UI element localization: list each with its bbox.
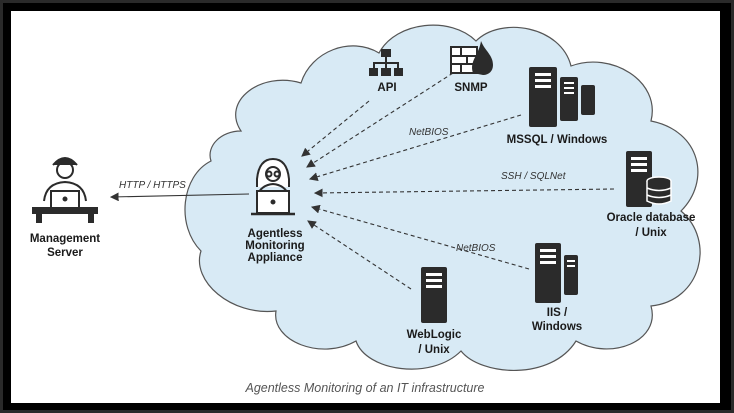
connector-http: [109, 192, 250, 202]
iis-label-2: Windows: [532, 321, 582, 333]
diagram-canvas: HTTP / HTTPS NetBIOS SSH / SQLNet NetBIO…: [30, 24, 701, 395]
management-label-2: Server: [47, 247, 83, 259]
mssql-label: MSSQL / Windows: [507, 134, 608, 146]
management-server-icon: [32, 157, 98, 223]
protocol-netbios-bottom: NetBIOS: [456, 243, 496, 254]
connector-oracle: [313, 188, 615, 198]
management-label-1: Management: [30, 233, 100, 245]
appliance-label-1: Agentless: [248, 228, 303, 240]
protocol-ssh: SSH / SQLNet: [501, 171, 567, 182]
weblogic-server-icon: [421, 267, 447, 323]
appliance-label-3: Appliance: [248, 252, 303, 264]
api-label: API: [377, 82, 396, 94]
mssql-server-icon: [529, 67, 595, 127]
snmp-label: SNMP: [454, 82, 488, 94]
oracle-label-1: Oracle database: [607, 212, 696, 224]
weblogic-label-2: / Unix: [418, 344, 450, 356]
connector-iis: [310, 204, 530, 270]
oracle-label-2: / Unix: [635, 227, 667, 239]
appliance-icon: [251, 157, 295, 216]
connector-mssql: [308, 114, 522, 181]
connector-snmp: [306, 72, 454, 168]
connector-api: [301, 100, 370, 157]
oracle-database-icon: [626, 151, 672, 207]
snmp-firewall-icon: [450, 41, 493, 75]
protocol-netbios-top: NetBIOS: [409, 127, 449, 138]
api-icon: [369, 49, 403, 76]
diagram-caption: Agentless Monitoring of an IT infrastruc…: [244, 381, 484, 395]
protocol-http: HTTP / HTTPS: [119, 180, 186, 191]
iis-server-icon: [535, 243, 578, 303]
appliance-label-2: Monitoring: [245, 240, 304, 252]
connectors: [109, 72, 615, 290]
weblogic-label-1: WebLogic: [407, 329, 462, 341]
diagram-panel: HTTP / HTTPS NetBIOS SSH / SQLNet NetBIO…: [11, 11, 720, 403]
iis-label-1: IIS /: [547, 307, 568, 319]
